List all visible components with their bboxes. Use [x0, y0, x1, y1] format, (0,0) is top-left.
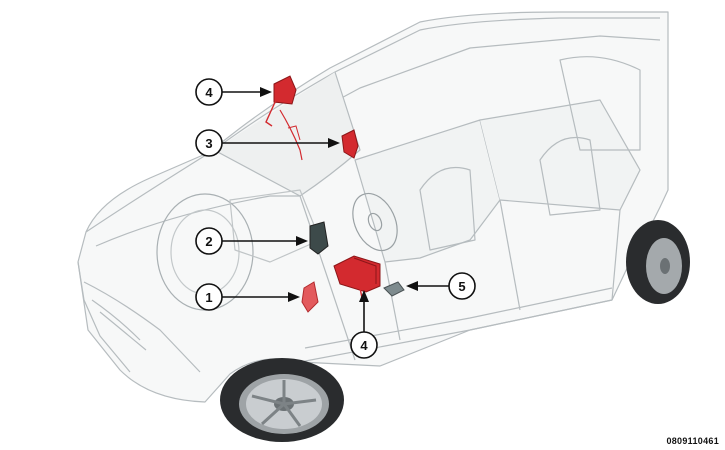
callout-label-1: 1 — [205, 290, 212, 305]
front-wheel — [220, 358, 344, 442]
callout-5: 5 — [448, 272, 476, 300]
callouts — [222, 87, 449, 332]
arrowhead-5 — [406, 281, 418, 291]
callout-label-4-upper: 4 — [205, 85, 213, 100]
arrowhead-4-upper — [260, 87, 272, 97]
callout-4-lower: 4 — [350, 331, 378, 359]
callout-4-upper: 4 — [195, 78, 223, 106]
component-4-upper — [265, 75, 303, 161]
callout-1: 1 — [195, 283, 223, 311]
component-1 — [301, 281, 319, 313]
arrowhead-4-lower — [359, 290, 369, 302]
vehicle-body-outline — [77, 11, 669, 403]
figure-id: 0809110461 — [666, 436, 719, 446]
callout-label-3: 3 — [205, 136, 212, 151]
callout-3: 3 — [195, 129, 223, 157]
component-2 — [309, 221, 329, 255]
callout-label-5: 5 — [458, 279, 465, 294]
component-4-lower — [333, 255, 381, 299]
callout-2: 2 — [195, 227, 223, 255]
arrowhead-3 — [328, 138, 340, 148]
arrowhead-2 — [296, 236, 308, 246]
callout-label-4-lower: 4 — [360, 338, 368, 353]
rear-wheel — [626, 220, 690, 304]
arrowhead-1 — [288, 292, 300, 302]
callout-label-2: 2 — [205, 234, 212, 249]
component-3 — [341, 129, 359, 159]
component-5 — [383, 281, 405, 297]
